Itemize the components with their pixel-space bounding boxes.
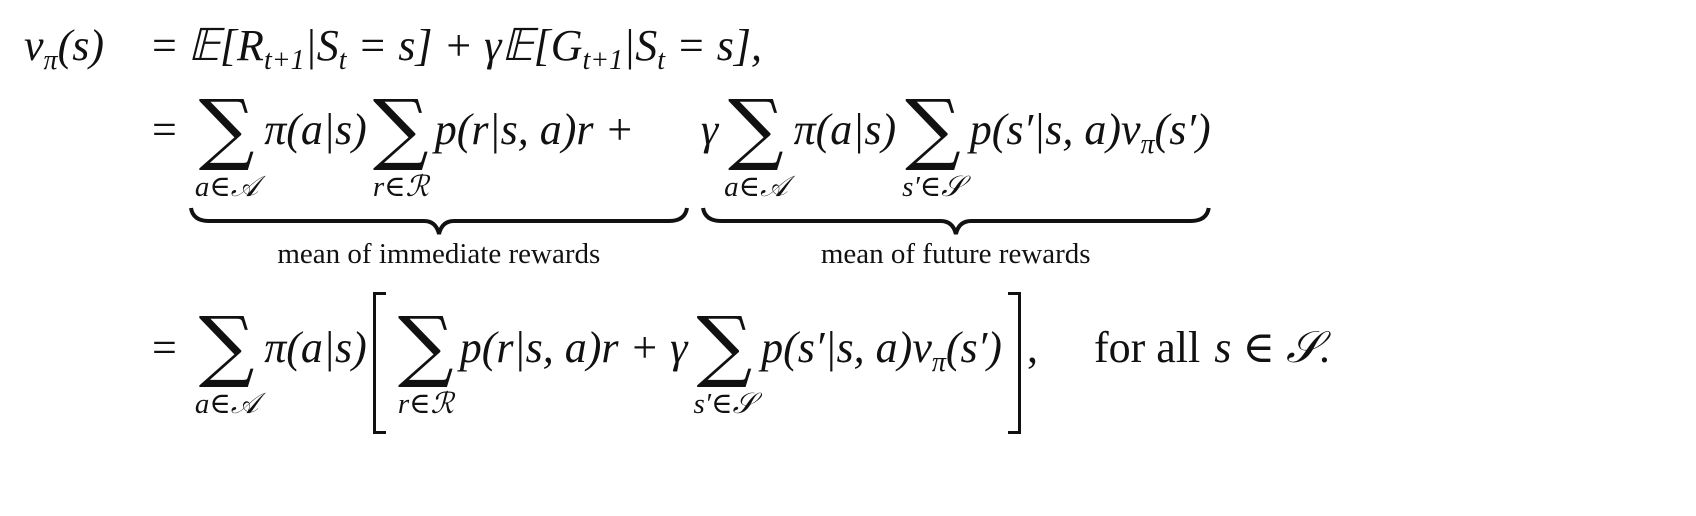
- sum-symbol: ∑: [397, 301, 454, 391]
- sum-over-states: ∑ s′∈𝒮: [902, 88, 964, 204]
- equation-line-2: = ∑ a∈𝒜 π(a|s) ∑ r∈ℛ p(r|s, a)r + mean o…: [152, 88, 1211, 272]
- sum-symbol: ∑: [696, 301, 753, 391]
- subscript: t+1: [263, 45, 305, 76]
- lhs-sub: π: [43, 45, 58, 76]
- sum-symbol: ∑: [728, 84, 784, 174]
- given: |S: [623, 21, 658, 70]
- equation-line-1: vπ(s) = 𝔼[Rt+1|St = s] + γ𝔼[Gt+1|St = s]…: [24, 20, 762, 75]
- sum-over-actions: ∑ a∈𝒜: [724, 88, 787, 204]
- transition-term: p(s′|s, a)vπ(s′): [761, 322, 1002, 377]
- sum-limit-a: a∈𝒜: [194, 388, 259, 420]
- end: = s],: [665, 21, 762, 70]
- equation-line-1-rhs: = 𝔼[Rt+1|St = s] + γ𝔼[Gt+1|St = s],: [152, 20, 762, 75]
- equals-2: =: [152, 105, 177, 154]
- sum-over-states: ∑ s′∈𝒮: [694, 305, 756, 421]
- condition: s ∈ 𝒮.: [1214, 323, 1332, 372]
- expectation-reward: 𝔼[R: [187, 21, 264, 70]
- policy-term: π(a|s): [793, 105, 897, 154]
- policy-term: π(a|s): [264, 105, 367, 154]
- transition-prob: p(s′|s, a)v: [761, 323, 932, 372]
- value-arg: (s′): [945, 323, 1002, 372]
- sum-over-actions: ∑ a∈𝒜: [195, 305, 258, 421]
- label-immediate-rewards: mean of immediate rewards: [277, 238, 601, 270]
- comma: ,: [1026, 323, 1038, 372]
- sum-limit-a: a∈𝒜: [194, 171, 259, 203]
- sum-symbol: ∑: [198, 84, 255, 174]
- sum-limit-r: r∈ℛ: [397, 388, 454, 420]
- subscript: t+1: [582, 45, 624, 76]
- sum-over-actions: ∑ a∈𝒜: [195, 88, 258, 204]
- gamma: γ: [700, 105, 719, 154]
- lhs-arg: (s): [57, 21, 104, 70]
- equals: =: [152, 21, 177, 70]
- sum-over-rewards: ∑ r∈ℛ: [373, 88, 429, 204]
- value-arg: (s′): [1154, 105, 1211, 154]
- sum-limit-s: s′∈𝒮: [693, 388, 756, 420]
- transition-prob: p(s′|s, a)v: [969, 105, 1141, 154]
- right-bracket: [1007, 292, 1021, 434]
- underbrace-future: [700, 207, 1211, 235]
- sum-symbol: ∑: [905, 84, 961, 174]
- sum-limit-r: r∈ℛ: [372, 171, 429, 203]
- subscript: t: [657, 45, 666, 76]
- label-future-rewards: mean of future rewards: [820, 238, 1091, 270]
- for-all-text: for all: [1093, 323, 1201, 372]
- policy-term: π(a|s): [264, 323, 367, 372]
- reward-term: p(r|s, a)r +: [434, 105, 635, 154]
- sum-over-rewards: ∑ r∈ℛ: [398, 305, 454, 421]
- sum-limit-s: s′∈𝒮: [902, 171, 964, 203]
- sum-limit-a: a∈𝒜: [724, 171, 788, 203]
- reward-term: p(r|s, a)r + γ: [459, 323, 688, 372]
- immediate-reward-group: ∑ a∈𝒜 π(a|s) ∑ r∈ℛ p(r|s, a)r + mean of …: [188, 88, 689, 272]
- equation-line-3: = ∑ a∈𝒜 π(a|s) ∑ r∈ℛ p(r|s, a)r + γ ∑ s′…: [152, 292, 1331, 434]
- future-reward-group: γ ∑ a∈𝒜 π(a|s) ∑ s′∈𝒮 p(s′|s, a)vπ(s′) m…: [701, 88, 1211, 272]
- left-bracket: [372, 292, 386, 434]
- given: |S: [304, 21, 339, 70]
- sum-symbol: ∑: [372, 84, 429, 174]
- lhs-v: v: [24, 21, 44, 70]
- subscript: π: [1140, 129, 1155, 160]
- sum-symbol: ∑: [198, 301, 255, 391]
- equals-3: =: [152, 323, 177, 372]
- subscript: t: [338, 45, 347, 76]
- expectation-return: = s] + γ𝔼[G: [346, 21, 583, 70]
- underbrace-immediate: [188, 207, 689, 235]
- lhs: vπ(s): [24, 20, 152, 75]
- subscript: π: [931, 347, 946, 378]
- transition-term: p(s′|s, a)vπ(s′): [969, 104, 1211, 159]
